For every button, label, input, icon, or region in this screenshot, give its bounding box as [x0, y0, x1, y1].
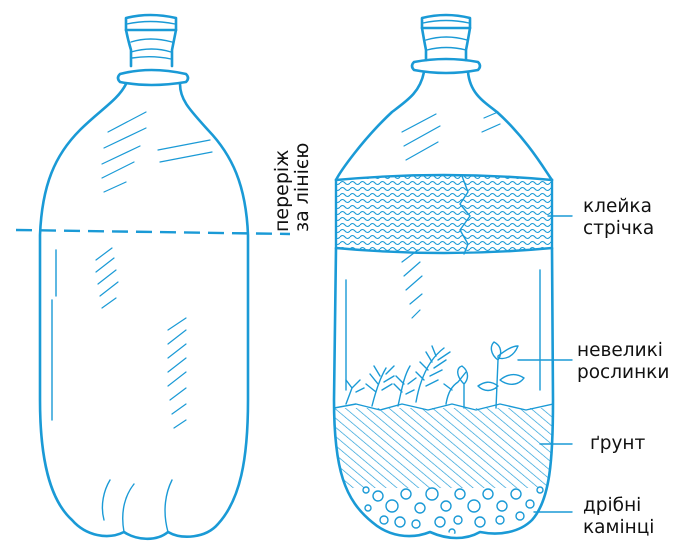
left-bottle-neck: [126, 30, 176, 66]
plants-label-line2: рослинки: [577, 362, 669, 384]
cut-label-line2: за лінією: [292, 143, 312, 232]
pebbles-layer: [363, 487, 543, 535]
tape-label-line1: клейка: [583, 196, 654, 218]
cut-label: переріж за лінією: [272, 143, 312, 232]
right-bottle-neck: [422, 28, 470, 60]
plants-label-line1: невеликі: [577, 340, 669, 362]
left-bottle: [40, 15, 248, 539]
right-bottle: [330, 15, 560, 538]
tape-label: клейка стрічка: [583, 196, 654, 240]
plants-label: невеликі рослинки: [577, 340, 669, 384]
pebbles-label-line1: дрібні: [583, 495, 654, 517]
plants: [346, 342, 524, 408]
tape-band: [336, 175, 552, 253]
soil-layer: [330, 408, 560, 488]
pebbles-label: дрібні камінці: [583, 495, 654, 539]
cut-label-line1: переріж: [272, 143, 292, 232]
soil-label: ґрунт: [590, 433, 645, 455]
tape-label-line2: стрічка: [583, 218, 654, 240]
soil-label-line1: ґрунт: [590, 433, 645, 455]
pebbles-label-line2: камінці: [583, 517, 654, 539]
left-bottle-body: [40, 84, 248, 539]
